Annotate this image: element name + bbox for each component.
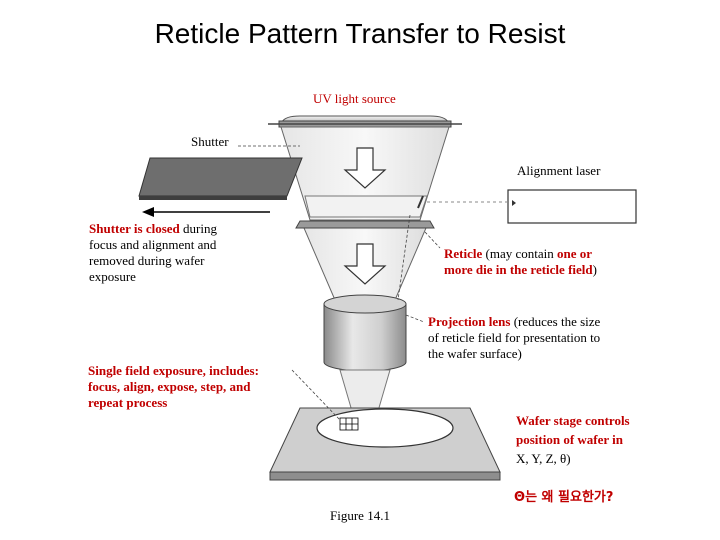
alignment-laser (417, 189, 637, 224)
reticle-note-word: Reticle (444, 246, 483, 261)
reticle (295, 220, 435, 229)
lens-note-rest: (reduces the size (510, 314, 601, 329)
reticle-note-rest: (may contain (482, 246, 557, 261)
reticle-note-highlight2: more die in the reticle field (444, 262, 593, 277)
wafer-stage-note: Wafer stage controls position of wafer i… (516, 411, 630, 468)
shutter-note-highlight: Shutter is closed (89, 221, 180, 236)
single-field-line2: focus, align, expose, step, and (88, 379, 251, 394)
light-arrow-bottom (343, 243, 387, 285)
single-field-line1: Single field exposure, includes: (88, 363, 259, 378)
question-text: 는 왜 필요한가? (525, 490, 614, 505)
reticle-note-close: ) (592, 262, 597, 277)
shutter-note-line4: exposure (89, 269, 136, 284)
wafer-stage-line1: Wafer stage controls (516, 413, 630, 428)
lens-note-word: Projection lens (428, 314, 511, 329)
light-arrow-top (343, 147, 387, 189)
wafer-stage (269, 407, 501, 481)
lens-note-line2: of reticle field for presentation to (428, 330, 601, 345)
single-field-line3: repeat process (88, 395, 168, 410)
shutter-plate (138, 157, 303, 200)
theta-question: Θ는 왜 필요한가? (514, 489, 613, 506)
reticle-note: Reticle (may contain one or more die in … (444, 246, 597, 278)
shutter-blade (304, 195, 428, 218)
single-field-note: Single field exposure, includes: focus, … (88, 363, 259, 411)
theta-symbol: Θ (514, 490, 526, 505)
lens-note-line3: the wafer surface) (428, 346, 522, 361)
shutter-note-line1: during (179, 221, 217, 236)
die-grid (339, 417, 359, 431)
uv-light-source-label: UV light source (313, 91, 396, 106)
projection-lens (323, 294, 407, 372)
shutter-note-line3: removed during wafer (89, 253, 205, 268)
projection-lens-note: Projection lens (reduces the size of ret… (428, 314, 600, 362)
alignment-laser-label: Alignment laser (517, 163, 601, 178)
shutter-note: Shutter is closed during focus and align… (89, 221, 217, 285)
figure-caption: Figure 14.1 (330, 508, 390, 523)
uv-lamp (268, 115, 462, 128)
page-title: Reticle Pattern Transfer to Resist (154, 18, 566, 49)
reticle-note-highlight1: one or (557, 246, 593, 261)
shutter-arrow (142, 207, 270, 217)
leader-lines (238, 145, 441, 421)
shutter-note-line2: focus and alignment and (89, 237, 217, 252)
shutter-label: Shutter (191, 134, 229, 149)
wafer-stage-line2: position of wafer in (516, 432, 624, 447)
wafer-stage-line3: X, Y, Z, θ) (516, 451, 571, 466)
